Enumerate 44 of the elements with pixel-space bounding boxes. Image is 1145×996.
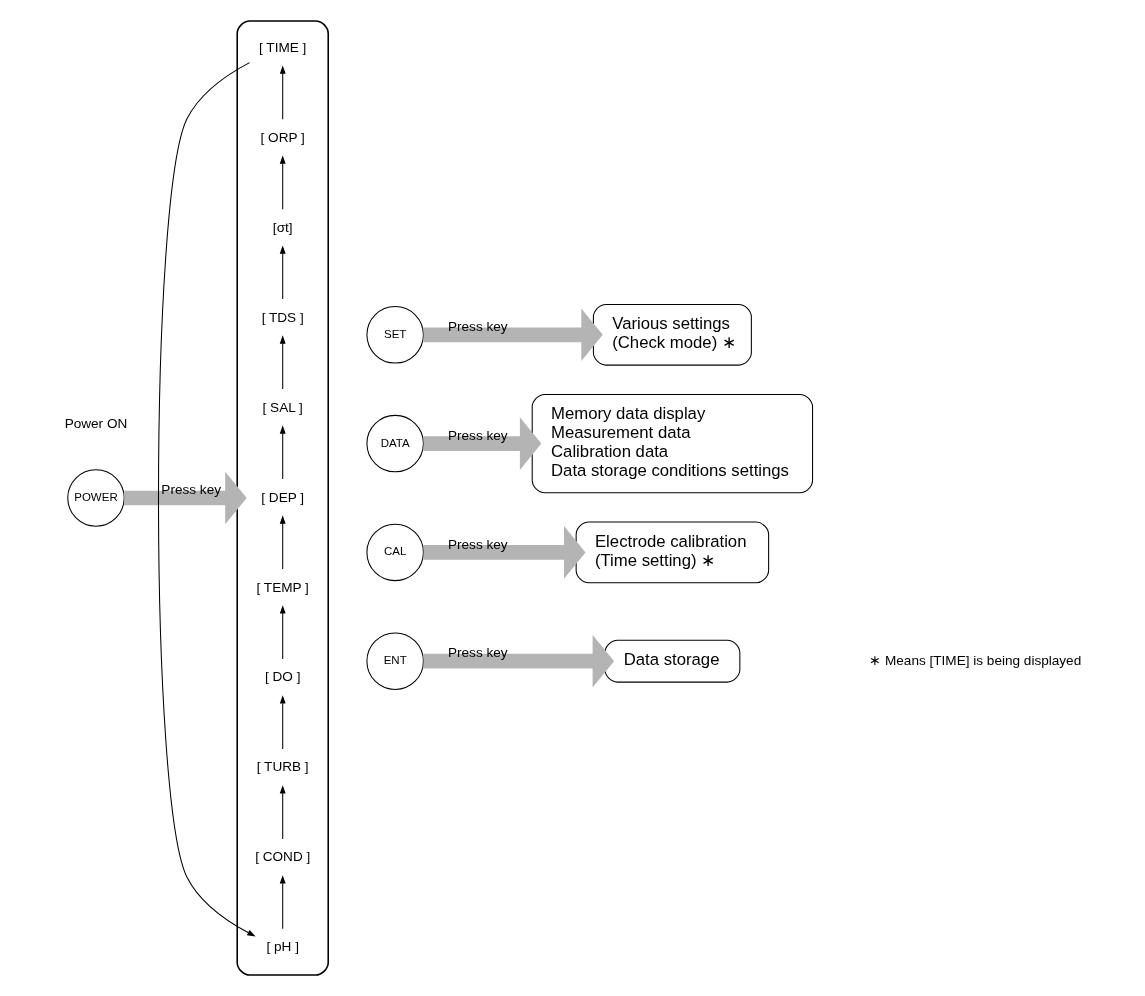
node-circle: SET <box>365 306 424 364</box>
arrow <box>279 155 286 210</box>
arrow <box>279 785 286 840</box>
node-text: [ SAL ] <box>262 399 303 415</box>
arrow <box>423 308 603 362</box>
arrow <box>279 695 286 750</box>
arrow <box>279 605 286 660</box>
node-text: [ TDS ] <box>261 309 304 325</box>
arrow <box>279 335 286 390</box>
node-box: Electrode calibration (Time setting) ∗ <box>575 521 769 584</box>
node-circle: CAL <box>365 523 424 582</box>
edge-label: Press key <box>447 427 508 443</box>
arrow <box>123 471 247 525</box>
arrow <box>279 515 286 570</box>
arrow <box>279 245 286 300</box>
node-circle: POWER <box>66 469 125 527</box>
node-text: [σt] <box>272 219 293 235</box>
node-text: [ COND ] <box>254 849 310 865</box>
node-box: Various settings (Check mode) ∗ <box>592 303 752 366</box>
node-text: [ pH ] <box>265 939 299 955</box>
arrow <box>423 526 585 579</box>
arrow <box>423 634 614 688</box>
arrow <box>279 65 286 120</box>
node-text: [ ORP ] <box>260 129 305 145</box>
node-circle: DATA <box>365 414 424 473</box>
node-text: [ DEP ] <box>260 489 304 505</box>
label: ∗ Means [TIME] is being displayed <box>868 652 1081 668</box>
edge-label: Press key <box>447 319 508 335</box>
arrow <box>157 62 256 937</box>
node-text: [ DO ] <box>264 669 300 685</box>
edge-label: Press key <box>160 482 221 498</box>
edge-label: Press key <box>447 645 508 661</box>
node-text: [ TIME ] <box>258 39 306 55</box>
node-box: Data storage <box>603 639 740 683</box>
arrow <box>423 417 541 470</box>
node-box: Memory data display Measurement data Calibration data Data storage conditions settings <box>531 393 813 494</box>
node-text: [ TEMP ] <box>256 579 309 595</box>
arrow <box>279 875 286 930</box>
label: Power ON <box>64 416 127 432</box>
edge-label: Press key <box>447 536 508 552</box>
cluster <box>235 20 329 976</box>
arrow <box>279 425 286 480</box>
node-text: [ TURB ] <box>256 759 309 775</box>
node-circle: ENT <box>365 632 424 690</box>
